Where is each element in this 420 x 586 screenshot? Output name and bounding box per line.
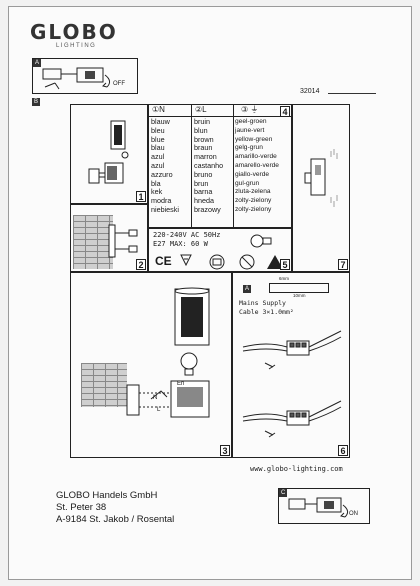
list-item: amarillo-verde — [235, 153, 277, 161]
article-number: 32014 — [300, 88, 320, 95]
specs-panel: 220-240V AC 50Hz E27 MAX: 60 W CE 5 — [148, 228, 292, 272]
step-off-tag: A — [33, 59, 42, 67]
list-item: bruno — [194, 169, 213, 179]
cable-spec-label: Cable 3×1.0mm² — [239, 308, 294, 316]
panel-1-number: 1 — [136, 191, 146, 202]
wall-plug-icon — [108, 224, 138, 258]
list-item: blauw — [151, 117, 170, 126]
bulb-icon — [250, 234, 272, 248]
terminal-block-icon — [242, 330, 342, 438]
brand-logo: GLOBO — [30, 20, 118, 44]
list-item: zolty-zielony — [235, 205, 272, 213]
panel-2-number: 2 — [136, 259, 146, 270]
list-item: bla — [151, 178, 161, 188]
panel-4-number: 4 — [280, 106, 290, 117]
list-item: modra — [151, 196, 172, 206]
step-off-box: A OFF — [32, 58, 138, 94]
list-item: niebieski — [151, 204, 179, 214]
list-item: amarello-verde — [235, 161, 279, 169]
list-item: bleu — [151, 125, 165, 135]
panel-1: 1 — [70, 104, 148, 204]
column-earth: geel-groen jaune-vert yellow-green gelg-… — [235, 118, 279, 215]
lamp-spec: E27 MAX: 60 W — [153, 240, 208, 248]
panel-6: A 6mm 10mm Mains Supply Cable 3×1.0mm² 6 — [232, 272, 350, 458]
header-earth: ③ ⏚ — [241, 105, 259, 114]
column-live: bruin blun brown braun marron castanho b… — [194, 117, 224, 215]
label-earth: En — [177, 381, 185, 387]
list-item: gul-grun — [235, 179, 260, 187]
voltage-spec: 220-240V AC 50Hz — [153, 231, 221, 239]
panel-3: En N L 3 — [70, 272, 232, 458]
list-item: giallo-verde — [235, 170, 270, 178]
list-item: barna — [194, 187, 213, 197]
list-item: castanho — [194, 160, 224, 170]
website-link[interactable]: www.globo-lighting.com — [250, 465, 343, 473]
step-b-tag: B — [32, 98, 41, 106]
list-item: bruin — [194, 117, 210, 126]
wall-texture-3 — [81, 363, 127, 407]
list-item: blue — [151, 134, 165, 144]
list-item: hneda — [194, 196, 214, 206]
label-live: L — [157, 407, 161, 413]
list-item: blau — [151, 143, 165, 153]
label-neutral: N — [153, 395, 158, 401]
list-item: zolty-zielony — [235, 197, 272, 205]
panel-7: 7 — [292, 104, 350, 272]
panel-2: 2 — [70, 204, 148, 272]
list-item: brazowy — [194, 204, 221, 214]
article-rule — [328, 93, 376, 94]
step-on-tag: C — [279, 489, 288, 497]
mains-supply-label: Mains Supply — [239, 299, 286, 307]
wall-texture — [73, 215, 113, 269]
cut-length-top: 6mm — [279, 276, 289, 281]
list-item: gelg-grun — [235, 144, 263, 152]
company-city: A-9184 St. Jakob / Rosental — [56, 514, 175, 525]
panel-5-number: 5 — [280, 259, 290, 270]
header-live: ②L — [195, 105, 207, 114]
list-item: jaune-vert — [235, 126, 265, 134]
lamp-assembly-icon — [126, 287, 210, 418]
table-header-rule — [149, 116, 291, 117]
wire-colour-table: ①N ②L ③ ⏚ blauw bleu blue blau azul azul… — [148, 104, 292, 228]
company-name: GLOBO Handels GmbH — [56, 490, 158, 501]
panel-6-tag: A — [243, 285, 252, 293]
panel-3-number: 3 — [220, 445, 230, 456]
list-item: kek — [151, 187, 163, 197]
list-item: zluta-zelena — [235, 188, 271, 196]
list-item: geel-groen — [235, 118, 267, 125]
list-item: azul — [151, 152, 165, 162]
instruction-sheet — [8, 6, 412, 580]
list-item: azzuro — [151, 169, 173, 179]
step-on-label: ON — [349, 511, 358, 517]
lamp-exploded-icon — [88, 120, 129, 184]
column-neutral: blauw bleu blue blau azul azul azzuro bl… — [151, 117, 179, 215]
company-street: St. Peter 38 — [56, 502, 107, 513]
list-item: yellow-green — [235, 135, 273, 143]
list-item: marron — [194, 152, 217, 162]
panel-6-number: 6 — [338, 445, 348, 456]
table-divider-1 — [191, 105, 192, 227]
switch-on-icon — [288, 497, 349, 518]
panel-7-number: 7 — [338, 259, 348, 270]
list-item: azul — [151, 160, 165, 170]
brand-sub: LIGHTING — [56, 43, 97, 49]
switch-off-icon — [42, 67, 111, 90]
list-item: blun — [194, 125, 208, 135]
header-neutral: ①N — [152, 105, 165, 114]
mounted-lamp-icon — [304, 149, 338, 207]
table-divider-2 — [233, 105, 234, 227]
list-item: brown — [194, 134, 214, 144]
step-off-label: OFF — [113, 81, 125, 87]
ce-mark: CE — [155, 254, 172, 268]
step-on-box: C ON — [278, 488, 370, 524]
list-item: braun — [194, 143, 213, 153]
certification-icons — [180, 254, 283, 270]
cut-length-bottom: 10mm — [293, 293, 306, 298]
strip-rule — [269, 283, 329, 293]
list-item: brun — [194, 178, 209, 188]
